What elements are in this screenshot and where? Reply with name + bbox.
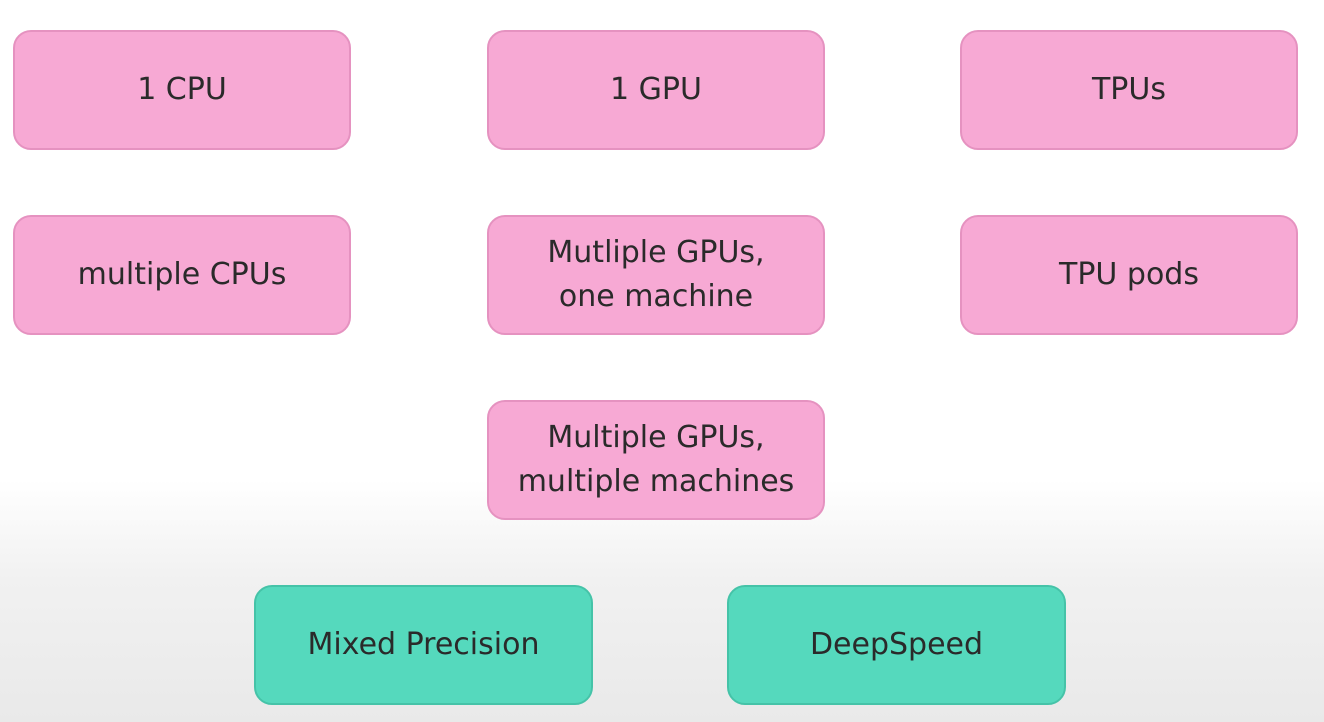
box-1-cpu: 1 CPU <box>13 30 351 150</box>
box-1-gpu: 1 GPU <box>487 30 825 150</box>
box-multiple-cpus: multiple CPUs <box>13 215 351 335</box>
box-multiple-gpus-one-machine: Mutliple GPUs, one machine <box>487 215 825 335</box>
box-deepspeed: DeepSpeed <box>727 585 1066 705</box>
box-mixed-precision: Mixed Precision <box>254 585 593 705</box>
box-tpus: TPUs <box>960 30 1298 150</box>
box-multiple-gpus-multiple-machines: Multiple GPUs, multiple machines <box>487 400 825 520</box>
box-tpu-pods: TPU pods <box>960 215 1298 335</box>
